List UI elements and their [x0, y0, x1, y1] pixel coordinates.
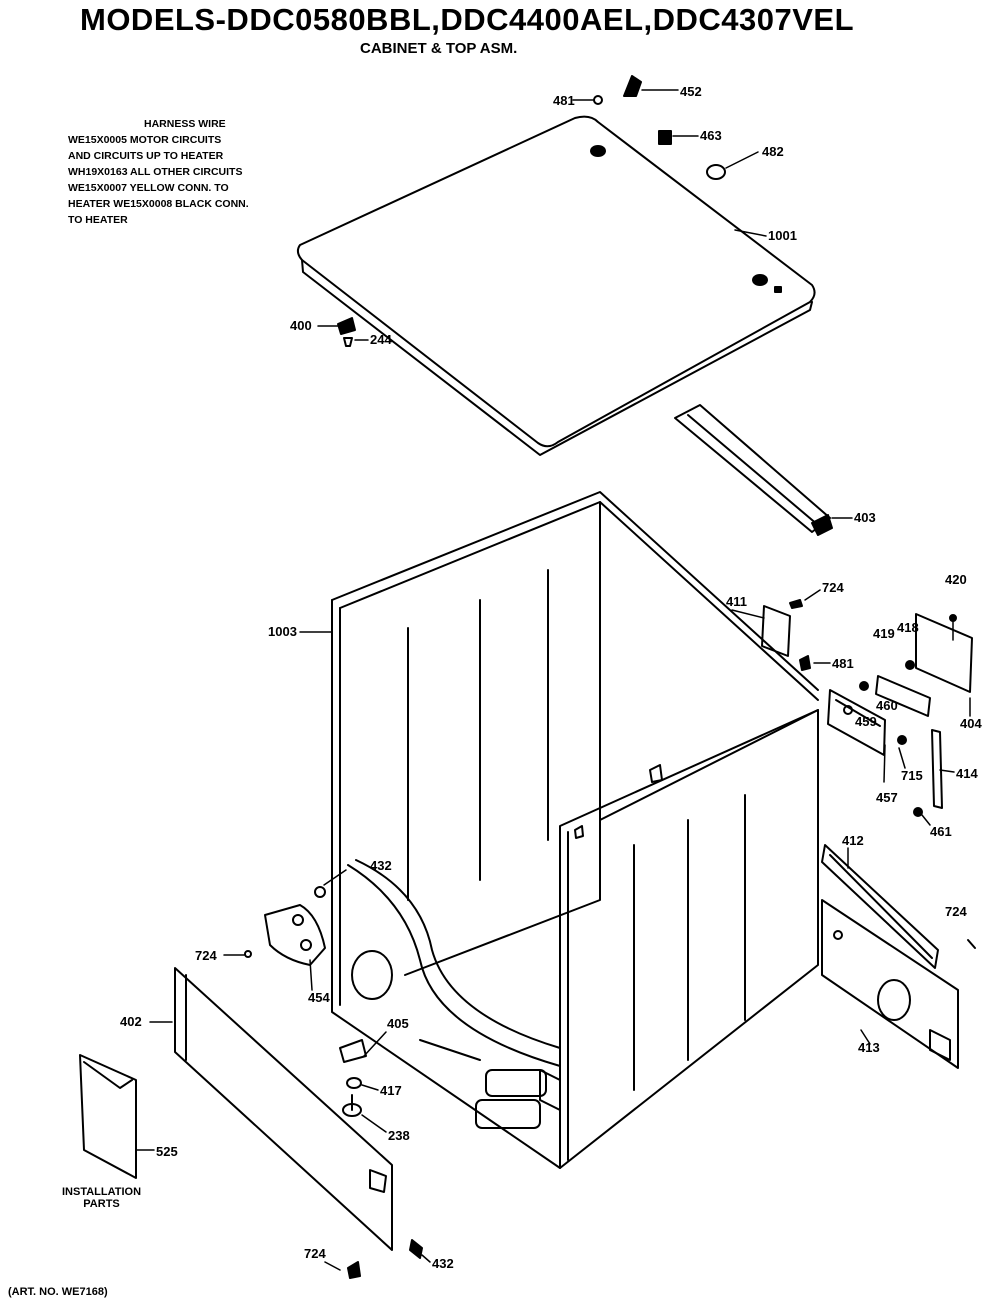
callout-label: 457 [876, 790, 898, 805]
installation-line: PARTS [83, 1198, 120, 1210]
hinge-strip [674, 404, 833, 536]
callout-label: 715 [901, 768, 923, 783]
leg-hardware [339, 1039, 367, 1117]
callout-label: 412 [842, 833, 864, 848]
installation-parts-label: INSTALLATION PARTS [62, 1186, 141, 1210]
callout-label: 459 [855, 714, 877, 729]
page-title: MODELS-DDC0580BBL,DDC4400AEL,DDC4307VEL [80, 2, 855, 37]
callout-label: 432 [432, 1256, 454, 1271]
callout-label: 411 [726, 594, 747, 609]
callout-label: 403 [854, 510, 876, 525]
installation-line: INSTALLATION [62, 1186, 142, 1198]
callout-label: 414 [956, 766, 978, 781]
notes-line: WH19X0163 ALL OTHER CIRCUITS [68, 166, 243, 178]
callout-label: 244 [370, 332, 392, 347]
callout-label: 238 [388, 1128, 410, 1143]
harness-wire-notes: HARNESS WIRE WE15X0005 MOTOR CIRCUITS AN… [68, 116, 249, 228]
leader-lines [135, 89, 971, 1271]
callout-label: 461 [930, 824, 952, 839]
rear-panel [821, 844, 976, 1069]
callout-label: 724 [195, 948, 217, 963]
callout-label: 1003 [268, 624, 297, 639]
notes-line: WE15X0007 YELLOW CONN. TO [68, 182, 229, 194]
notes-heading: HARNESS WIRE [144, 118, 226, 130]
callout-label: 404 [960, 716, 982, 731]
left-hardware [244, 886, 326, 966]
callout-label: 482 [762, 144, 784, 159]
page-subtitle: CABINET & TOP ASM. [360, 40, 518, 57]
control-hardware [761, 599, 973, 817]
callout-label: 1001 [768, 228, 797, 243]
installation-parts-bag [79, 1054, 137, 1179]
callout-label: 481 [553, 93, 575, 108]
notes-line: HEATER WE15X0008 BLACK CONN. [68, 198, 249, 210]
callout-label: 419 [873, 626, 895, 641]
callout-label: 418 [897, 620, 919, 635]
callout-label: 400 [290, 318, 312, 333]
art-number: (ART. NO. WE7168) [8, 1286, 108, 1298]
callout-label: 724 [304, 1246, 326, 1261]
callout-label: 454 [308, 990, 330, 1005]
callout-label: 724 [945, 904, 967, 919]
callout-label: 460 [876, 698, 898, 713]
callout-label: 481 [832, 656, 854, 671]
notes-line: WE15X0005 MOTOR CIRCUITS [68, 134, 222, 146]
callout-label: 432 [370, 858, 392, 873]
callout-label: 724 [822, 580, 844, 595]
bottom-screws [347, 1239, 423, 1279]
callout-labels: 481 452 463 482 1001 400 244 403 1003 72… [120, 84, 982, 1271]
callout-label: 405 [387, 1016, 409, 1031]
callout-label: 420 [945, 572, 967, 587]
notes-line: TO HEATER [68, 214, 128, 226]
notes-line: AND CIRCUITS UP TO HEATER [68, 150, 224, 162]
callout-label: 417 [380, 1083, 402, 1098]
callout-label: 525 [156, 1144, 178, 1159]
kick-panel [174, 967, 393, 1251]
callout-label: 463 [700, 128, 722, 143]
top-hardware [337, 75, 726, 347]
callout-label: 452 [680, 84, 702, 99]
callout-label: 402 [120, 1014, 142, 1029]
callout-label: 413 [858, 1040, 880, 1055]
top-panel [296, 115, 816, 456]
cabinet [331, 491, 819, 1169]
